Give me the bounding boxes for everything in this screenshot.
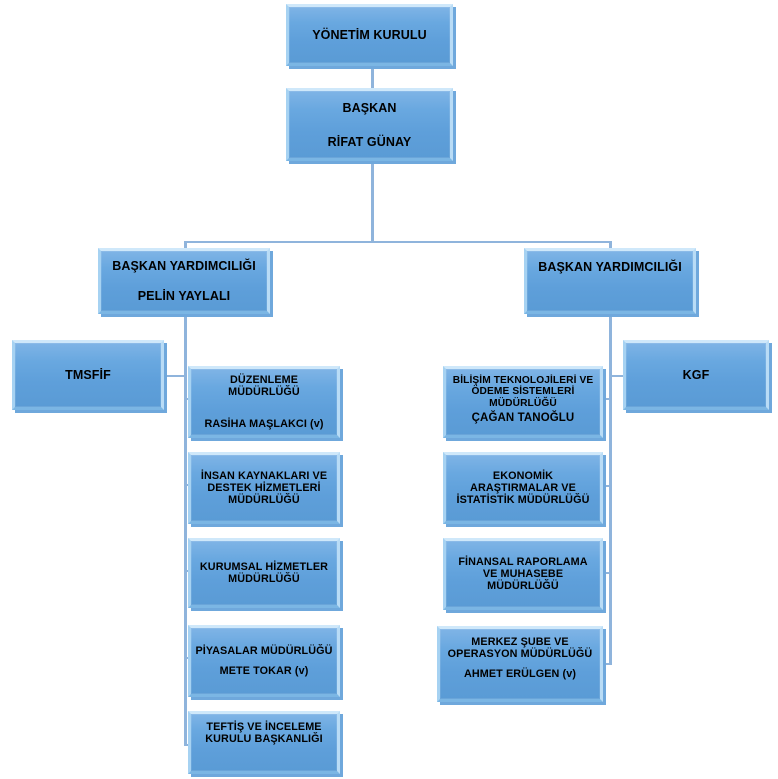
node-right-department-3[interactable]: FİNANSAL RAPORLAMA VE MUHASEBE MÜDÜRLÜĞÜ [443,538,603,610]
node-person: METE TOKAR (v) [219,665,309,677]
node-title: PİYASALAR MÜDÜRLÜĞÜ [195,644,333,657]
connector-right-dept-3 [603,572,611,574]
connector-left-dept-2 [184,484,190,486]
node-title: TMSFİF [65,368,111,382]
node-title: KGF [682,368,710,382]
node-vice-presidency-left[interactable]: BAŞKAN YARDIMCILIĞI PELİN YAYLALI [98,248,270,314]
connector-right-dept-2 [603,485,611,487]
node-person: AHMET ERÜLGEN (v) [463,668,577,681]
node-title: TEFTİŞ VE İNCELEME KURULU BAŞKANLIĞI [205,721,323,746]
node-title: KURUMSAL HİZMETLER MÜDÜRLÜĞÜ [199,560,329,585]
node-title: BAŞKAN YARDIMCILIĞI [538,260,682,274]
node-title: BAŞKAN [342,100,397,115]
node-board-of-directors[interactable]: YÖNETİM KURULU [286,4,453,66]
node-left-department-4[interactable]: PİYASALAR MÜDÜRLÜĞÜ METE TOKAR (v) [188,625,340,697]
node-title: BAŞKAN YARDIMCILIĞI [112,259,256,273]
node-title: İNSAN KAYNAKLARI VE DESTEK HİZMETLERİ MÜ… [200,469,328,507]
node-title: MERKEZ ŞUBE VE OPERASYON MÜDÜRLÜĞÜ [447,636,593,661]
connector-right-dept-4 [603,663,611,665]
node-title: EKONOMİK ARAŞTIRMALAR VE İSTATİSTİK MÜDÜ… [456,469,590,507]
node-title: FİNANSAL RAPORLAMA VE MUHASEBE MÜDÜRLÜĞÜ [458,555,588,593]
node-person: ÇAĞAN TANOĞLU [471,412,575,425]
node-right-department-2[interactable]: EKONOMİK ARAŞTIRMALAR VE İSTATİSTİK MÜDÜ… [443,452,603,524]
connector-left-to-tmsfif [163,375,186,377]
node-left-department-2[interactable]: İNSAN KAYNAKLARI VE DESTEK HİZMETLERİ MÜ… [188,452,340,524]
node-left-department-1[interactable]: DÜZENLEME MÜDÜRLÜĞÜ RASİHA MAŞLAKCI (v) [188,366,340,438]
connector-board-to-chairman [371,66,374,88]
node-person: RASİHA MAŞLAKCI (v) [204,418,324,431]
node-person: PELİN YAYLALI [137,289,231,303]
connector-right-spine [609,313,612,665]
connector-left-dept-5 [184,744,190,746]
node-left-department-5[interactable]: TEFTİŞ VE İNCELEME KURULU BAŞKANLIĞI [188,711,340,774]
node-left-department-3[interactable]: KURUMSAL HİZMETLER MÜDÜRLÜĞÜ [188,538,340,608]
node-vice-presidency-right[interactable]: BAŞKAN YARDIMCILIĞI [524,248,696,314]
node-kgf[interactable]: KGF [623,340,769,410]
connector-left-dept-1 [184,398,190,400]
node-right-department-4[interactable]: MERKEZ ŞUBE VE OPERASYON MÜDÜRLÜĞÜ AHMET… [437,626,603,702]
node-right-department-1[interactable]: BİLİŞİM TEKNOLOJİLERİ VE ÖDEME SİSTEMLER… [443,366,603,438]
connector-right-to-kgf [609,375,628,377]
node-chairman[interactable]: BAŞKAN RİFAT GÜNAY [286,88,453,161]
node-title: YÖNETİM KURULU [312,28,427,42]
connector-right-dept-1 [603,398,611,400]
node-person: RİFAT GÜNAY [327,134,412,149]
node-tmsfif[interactable]: TMSFİF [12,340,164,410]
connector-left-spine [184,313,187,745]
node-title: BİLİŞİM TEKNOLOJİLERİ VE ÖDEME SİSTEMLER… [452,375,594,409]
node-title: DÜZENLEME MÜDÜRLÜĞÜ [228,373,300,398]
connector-chairman-down [371,161,374,242]
connector-vp-bus [184,241,612,243]
connector-left-dept-3 [184,570,190,572]
connector-left-dept-4 [184,657,190,659]
